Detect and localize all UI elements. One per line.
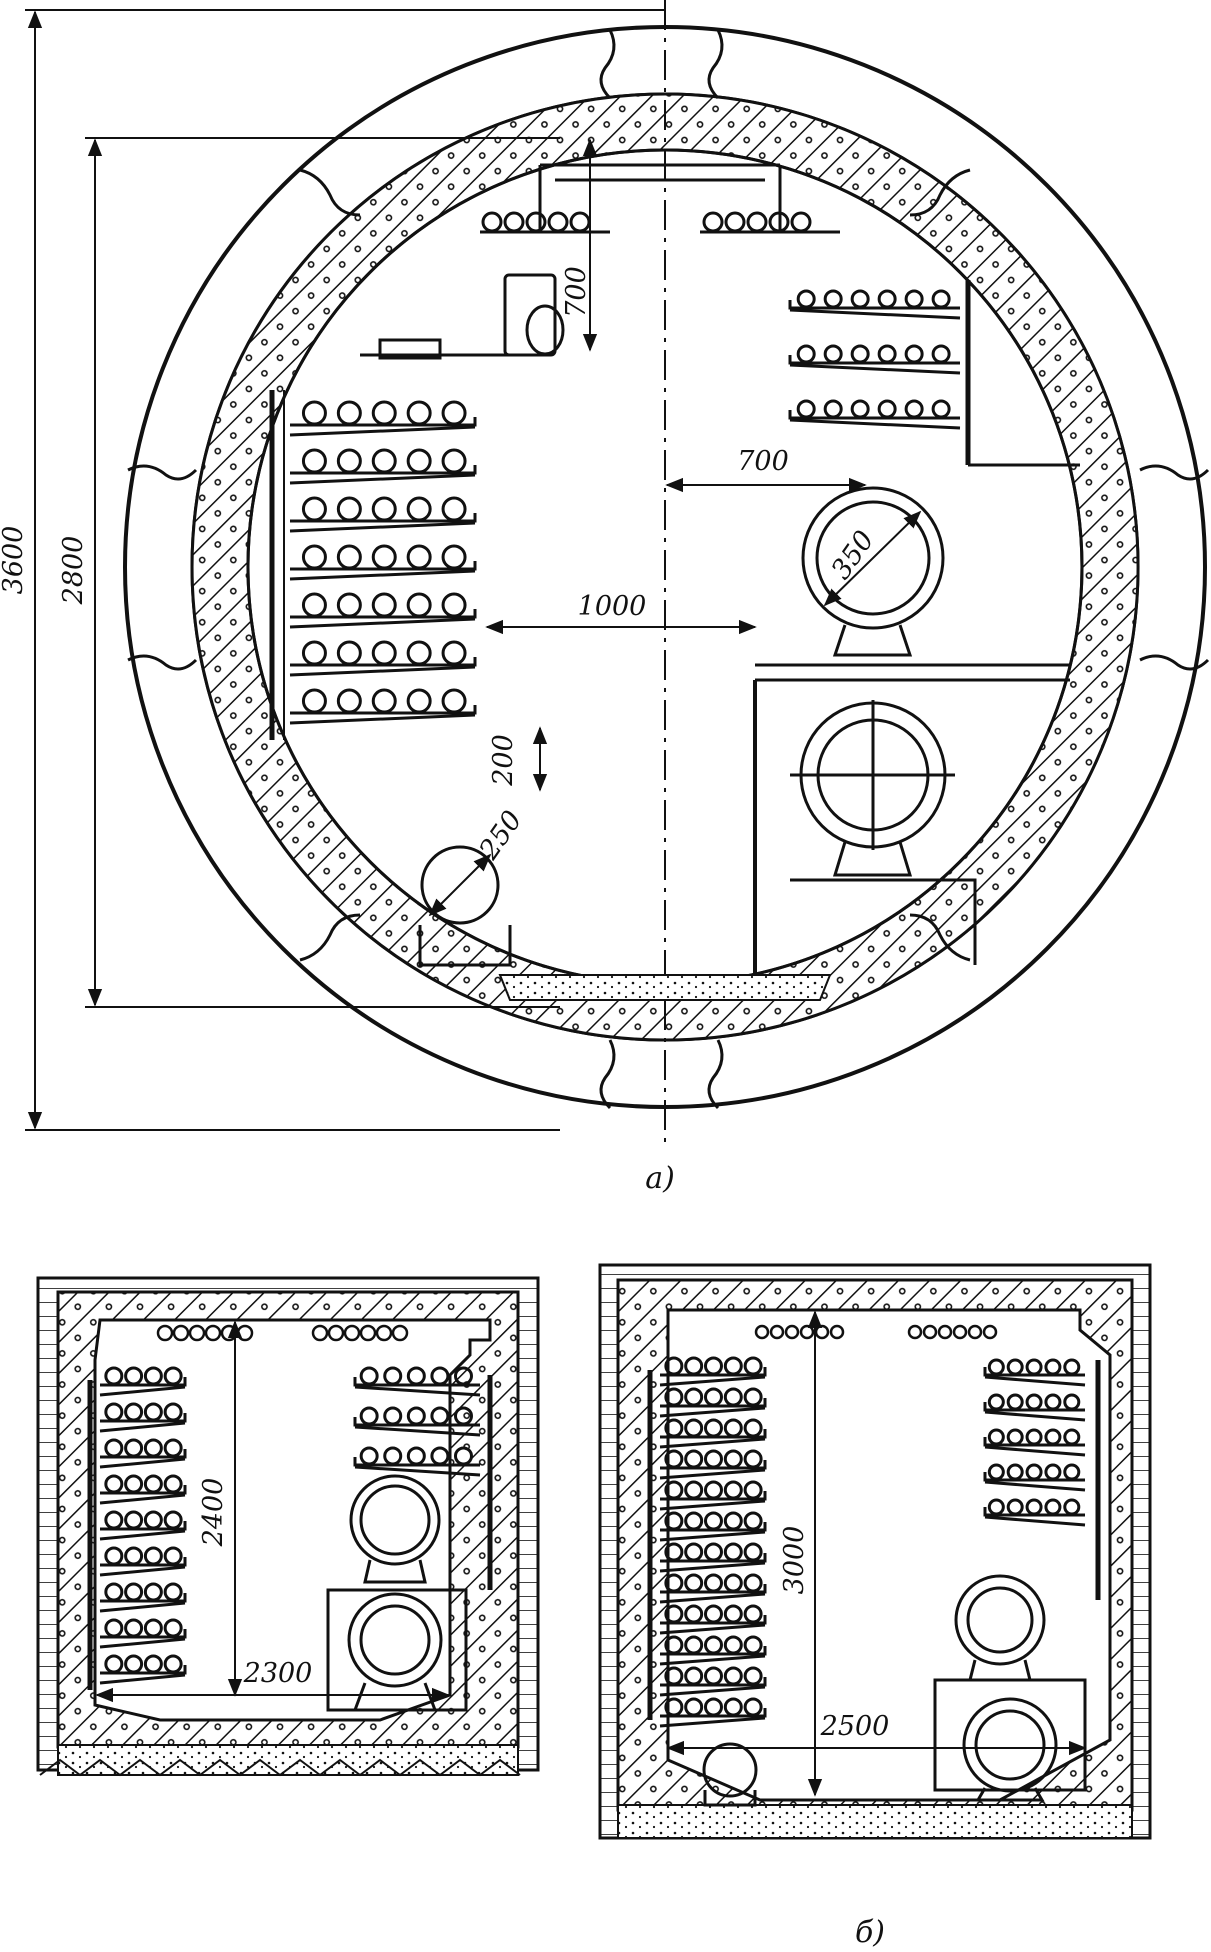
large-right-shelf [983, 1358, 1086, 1387]
dim-small-height: 2400 [198, 1478, 229, 1548]
dim-top-offset: 700 [561, 266, 592, 318]
dim-shelf-spacing: 200 [488, 734, 519, 787]
small-left-shelf [99, 1438, 187, 1469]
large-left-shelf [659, 1573, 767, 1604]
small-left-shelf [99, 1402, 187, 1433]
large-left-shelf [659, 1542, 767, 1573]
small-left-shelf [99, 1474, 187, 1505]
small-left-shelf [99, 1366, 187, 1397]
dim-large-height: 3000 [779, 1526, 810, 1595]
large-left-shelf [659, 1697, 767, 1728]
large-rect-tunnel-section: 3000 2500 б) [598, 1263, 1152, 1950]
small-right-shelf [353, 1366, 481, 1397]
left-cable-shelf [289, 592, 477, 629]
right-cable-shelf [788, 399, 961, 430]
small-left-shelf [99, 1546, 187, 1577]
top-cable-tray [480, 163, 840, 234]
right-cable-racks [788, 280, 1080, 467]
left-cable-shelf [289, 496, 477, 533]
dimension-lines [25, 9, 922, 1131]
ring-segment-joints [127, 29, 1210, 1110]
left-cable-racks [269, 390, 477, 740]
caption-a: а) [645, 1161, 675, 1196]
large-right-shelf [983, 1393, 1086, 1422]
small-pipe [418, 845, 512, 967]
dim-clear-width: 1000 [578, 591, 647, 622]
small-rect-tunnel-section: 2400 2300 [36, 1276, 540, 1777]
dim-inner-height: 2800 [58, 536, 89, 606]
left-cable-shelf [289, 448, 477, 485]
dim-large-width: 2500 [820, 1711, 890, 1742]
large-left-shelf [659, 1449, 767, 1480]
small-left-shelf [99, 1654, 187, 1685]
right-cable-shelf [788, 289, 961, 320]
left-cable-shelf [289, 400, 477, 437]
large-left-shelf [659, 1635, 767, 1666]
tunnel-floor [498, 974, 832, 1001]
small-right-shelf [353, 1446, 481, 1477]
large-left-shelf [659, 1511, 767, 1542]
large-left-shelf [659, 1387, 767, 1418]
left-cable-shelf [289, 544, 477, 581]
left-cable-shelf [289, 640, 477, 677]
large-right-shelf [983, 1498, 1086, 1527]
small-left-shelf [99, 1618, 187, 1649]
light-fixture-icon [360, 273, 565, 360]
dim-large-pipe: 350 [826, 525, 881, 585]
small-right-shelf [353, 1406, 481, 1437]
large-left-shelf [659, 1666, 767, 1697]
large-left-shelf [659, 1480, 767, 1511]
small-left-shelf [99, 1582, 187, 1613]
small-tunnel-pipes [326, 1474, 468, 1712]
large-right-shelf [983, 1463, 1086, 1492]
right-cable-shelf [788, 344, 961, 375]
small-left-shelf [99, 1510, 187, 1541]
dim-right-offset: 700 [737, 446, 789, 477]
large-pipe-upper [755, 486, 1070, 682]
large-pipe-lower [753, 680, 977, 975]
circular-tunnel-section: 3600 2800 700 700 1000 200 250 350 а) [0, 0, 1210, 1196]
large-left-shelf [659, 1418, 767, 1449]
left-cable-shelf [289, 688, 477, 725]
large-right-shelf [983, 1428, 1086, 1457]
dim-outer-height: 3600 [0, 526, 29, 595]
dim-small-width: 2300 [243, 1658, 313, 1689]
dim-small-pipe: 250 [473, 805, 529, 866]
large-tunnel-pipes [702, 1574, 1087, 1807]
large-left-shelf [659, 1356, 767, 1387]
caption-b: б) [855, 1915, 885, 1950]
large-left-shelf [659, 1604, 767, 1635]
